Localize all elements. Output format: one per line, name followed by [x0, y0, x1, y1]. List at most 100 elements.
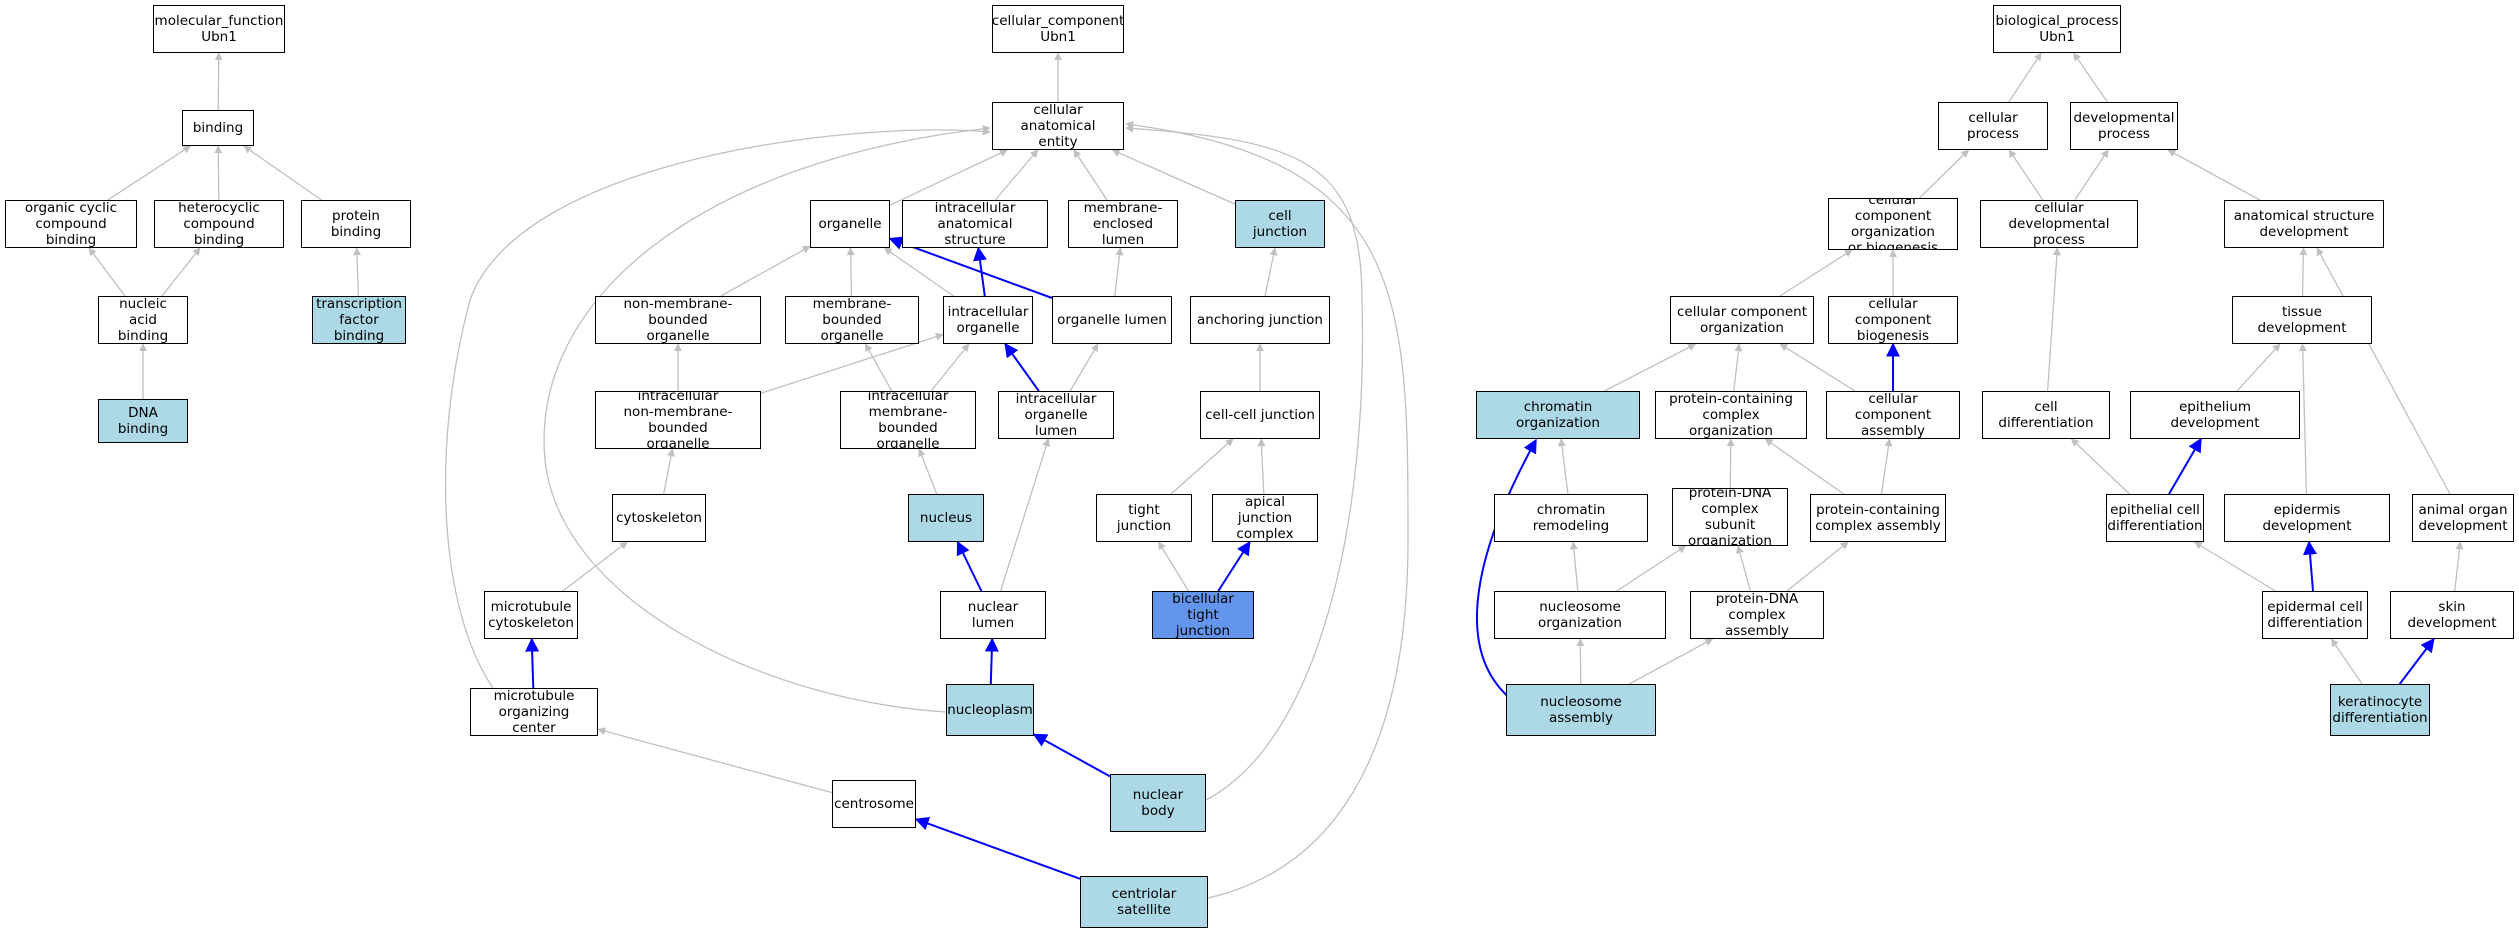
- go-term-node-aod: animal organ development: [2412, 494, 2514, 542]
- edge-cj-to-cae: [1111, 149, 1236, 205]
- go-term-node-btj: bicellular tight junction: [1152, 591, 1254, 639]
- go-term-node-td: tissue development: [2232, 296, 2372, 344]
- go-term-node-mtc: microtubule cytoskeleton: [484, 591, 578, 639]
- edge-epd-to-td: [2298, 343, 2308, 495]
- edge-ccob-to-cp: [1919, 149, 1970, 199]
- edge-np-to-nl: [984, 637, 999, 685]
- go-term-node-pdca: protein-DNA complex assembly: [1690, 591, 1824, 639]
- edge-pdca-to-pcca: [1786, 541, 1849, 592]
- go-term-node-ajc: apical junction complex: [1212, 494, 1318, 542]
- edge-ecd-to-cd: [2070, 438, 2131, 495]
- go-term-node-nuc: nucleus: [908, 494, 984, 542]
- edge-chro-to-cco: [1604, 343, 1697, 392]
- edge-cco-to-ccob: [1779, 249, 1853, 297]
- go-term-node-mbo: membrane-bounded organelle: [785, 296, 919, 344]
- edge-nb-to-cae: [1125, 124, 1364, 801]
- edge-btj-to-ajc: [1217, 540, 1251, 592]
- go-term-node-ocb: organic cyclic compound binding: [5, 200, 137, 248]
- edge-imbo-to-mbo: [864, 343, 893, 392]
- edge-mbo-to-org: [846, 247, 855, 297]
- go-term-node-ol: organelle lumen: [1052, 296, 1172, 344]
- go-term-node-aj: anchoring junction: [1190, 296, 1330, 344]
- edge-cdp-to-dp: [2074, 149, 2109, 201]
- edge-nsa-to-chro: [1475, 438, 1537, 707]
- go-term-node-pdna_so: protein-DNA complex subunit organization: [1672, 488, 1788, 546]
- go-term-node-kd: keratinocyte differentiation: [2330, 684, 2430, 736]
- edge-moc-to-mtc: [525, 637, 540, 689]
- go-term-node-ccb: cellular component biogenesis: [1828, 296, 1958, 344]
- edges-layer: [88, 52, 2464, 899]
- edge-edcd-to-ecd: [2193, 541, 2276, 592]
- edge-pcca-to-pcco: [1764, 438, 1845, 495]
- edge-iol-to-ol: [1069, 343, 1099, 392]
- go-term-node-np: nucleoplasm: [946, 684, 1034, 736]
- go-term-node-tfb: transcription factor binding: [312, 296, 406, 344]
- edge-cdp-to-cp: [2008, 149, 2044, 201]
- go-term-node-edcd: epidermal cell differentiation: [2262, 591, 2368, 639]
- go-term-node-io: intracellular organelle: [943, 296, 1033, 344]
- edge-hcb-to-binding: [214, 145, 223, 201]
- go-term-node-skd: skin development: [2390, 591, 2514, 639]
- go-term-node-pb: protein binding: [301, 200, 411, 248]
- go-term-node-pcco: protein-containing complex organization: [1655, 391, 1807, 439]
- go-term-node-epd: epidermis development: [2224, 494, 2390, 542]
- edge-kd-to-skd: [2398, 637, 2435, 685]
- go-term-node-asd: anatomical structure development: [2224, 200, 2384, 248]
- go-term-node-cdp: cellular developmental process: [1980, 200, 2138, 248]
- edge-pcco-to-cco: [1733, 343, 1743, 392]
- edge-nab-to-hcb: [161, 247, 201, 297]
- edge-nl-to-nuc: [956, 540, 983, 592]
- go-term-node-imbo: intracellular membrane-bounded organelle: [840, 391, 976, 449]
- go-term-node-ecd: epithelial cell differentiation: [2106, 494, 2204, 542]
- edge-ecd-to-ed: [2168, 437, 2202, 495]
- edge-nl-to-iol: [999, 438, 1051, 592]
- edge-cca-to-cco: [1779, 343, 1856, 392]
- go-term-node-cc: cellular_component Ubn1: [992, 5, 1124, 53]
- go-term-node-tj: tight junction: [1096, 494, 1192, 542]
- go-term-node-mel: membrane-enclosed lumen: [1068, 200, 1178, 248]
- edge-nso-to-pdna_so: [1616, 545, 1687, 592]
- go-term-node-bp: biological_process Ubn1: [1993, 5, 2121, 53]
- go-term-node-cyto: cytoskeleton: [612, 494, 706, 542]
- edge-pdna_so-to-pcco: [1726, 438, 1735, 489]
- edge-moc-to-cae: [444, 127, 991, 689]
- edge-chrr-to-chro: [1557, 438, 1569, 495]
- edge-ias-to-cae: [994, 149, 1039, 201]
- go-term-node-pcca: protein-containing complex assembly: [1810, 494, 1946, 542]
- go-term-node-chrr: chromatin remodeling: [1494, 494, 1648, 542]
- edge-mtc-to-cyto: [562, 541, 628, 592]
- go-term-node-csat: centriolar satellite: [1080, 876, 1208, 928]
- edge-iol-to-io: [1004, 342, 1040, 392]
- edge-ocb-to-binding: [107, 145, 192, 201]
- go-term-node-dp: developmental process: [2070, 102, 2178, 150]
- go-term-node-ed: epithelium development: [2130, 391, 2300, 439]
- edge-inmbo-to-io: [760, 332, 944, 394]
- go-term-node-cp: cellular process: [1938, 102, 2048, 150]
- go-term-node-moc: microtubule organizing center: [470, 688, 598, 736]
- edge-asd-to-dp: [2167, 149, 2261, 201]
- edge-csat-to-cae: [1125, 120, 1409, 899]
- edge-td-to-asd: [2299, 247, 2308, 297]
- edge-pb-to-binding: [243, 145, 322, 201]
- go-term-node-inmbo: intracellular non-membrane-bounded organ…: [595, 391, 761, 449]
- edge-skd-to-aod: [2454, 541, 2464, 592]
- go-term-node-dnab: DNA binding: [98, 399, 188, 443]
- edge-kd-to-edcd: [2330, 638, 2363, 685]
- go-term-node-org: organelle: [810, 200, 890, 248]
- edge-binding-to-mf: [214, 52, 223, 111]
- go-term-node-cs: centrosome: [832, 780, 916, 828]
- go-term-node-nmbo: non-membrane-bounded organelle: [595, 296, 761, 344]
- go-term-node-binding: binding: [182, 110, 254, 146]
- edge-ol-to-org: [888, 236, 1053, 299]
- edge-mel-to-cae: [1073, 149, 1108, 201]
- edge-dp-to-bp: [2073, 52, 2108, 103]
- edge-imbo-to-io: [930, 343, 970, 392]
- edge-cd-to-cdp: [2046, 247, 2061, 392]
- go-term-node-mf: molecular_function Ubn1: [153, 5, 285, 53]
- go-term-node-cca: cellular component assembly: [1826, 391, 1960, 439]
- edge-tj-to-ccj: [1170, 438, 1234, 495]
- edge-np-to-cae: [543, 124, 991, 713]
- edge-ed-to-td: [2236, 343, 2281, 392]
